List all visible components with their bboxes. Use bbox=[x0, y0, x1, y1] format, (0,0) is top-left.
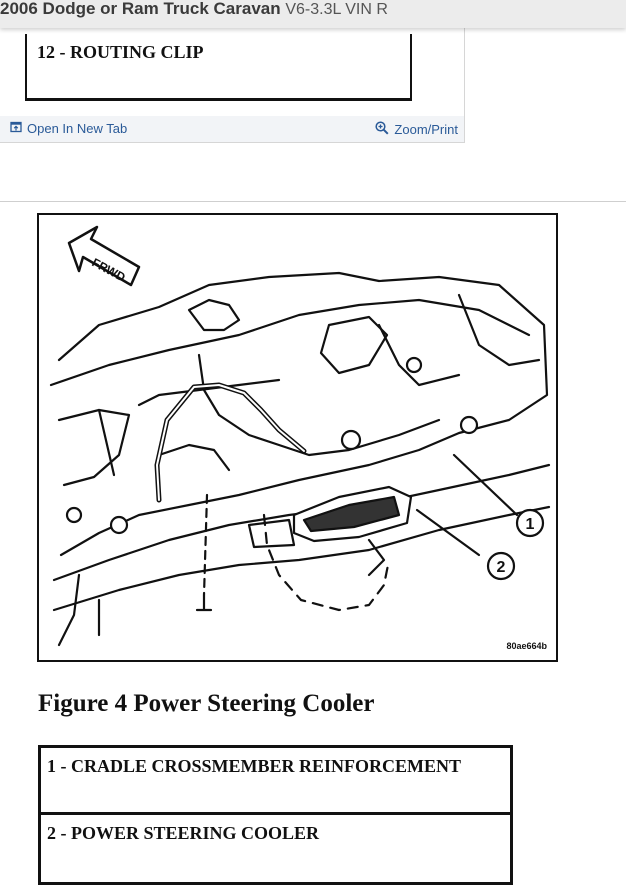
card-footer: Open In New Tab Zoom/Print bbox=[0, 116, 464, 142]
zoom-in-icon bbox=[375, 121, 389, 138]
zoom-print-label: Zoom/Print bbox=[394, 122, 458, 137]
callout-1-circle bbox=[515, 508, 545, 538]
callout-2-circle bbox=[486, 551, 516, 581]
engine-subtitle: V6-3.3L VIN R bbox=[285, 1, 388, 18]
figure-legend-table: 1 - CRADLE CROSSMEMBER REINFORCEMENT 2 -… bbox=[38, 745, 513, 885]
legend-item: 2 - POWER STEERING COOLER bbox=[47, 823, 320, 843]
callout-1-label: 1 bbox=[526, 516, 535, 533]
previous-legend-item: 12 - ROUTING CLIP bbox=[37, 42, 204, 62]
callout-2-label: 2 bbox=[497, 559, 506, 576]
figure-code: 80ae664b bbox=[506, 641, 547, 651]
open-in-new-tab-icon bbox=[10, 121, 22, 136]
legend-row: 1 - CRADLE CROSSMEMBER REINFORCEMENT bbox=[41, 748, 510, 815]
figure-image[interactable]: 1 2 FRWD 80ae664b bbox=[37, 213, 558, 662]
legend-item: 1 - CRADLE CROSSMEMBER REINFORCEMENT bbox=[47, 756, 462, 776]
zoom-print-link[interactable]: Zoom/Print bbox=[375, 121, 458, 138]
section-divider bbox=[0, 201, 626, 202]
open-in-new-tab-link[interactable]: Open In New Tab bbox=[10, 121, 127, 136]
previous-figure-card: 12 - ROUTING CLIP Open In New Tab Zoom/P… bbox=[0, 28, 465, 143]
page-header: 2006 Dodge or Ram Truck Caravan V6-3.3L … bbox=[0, 0, 626, 28]
power-steering-cooler-diagram: 1 2 FRWD 80ae664b bbox=[49, 225, 551, 651]
legend-row: 2 - POWER STEERING COOLER bbox=[41, 815, 510, 879]
previous-legend-cell: 12 - ROUTING CLIP bbox=[25, 34, 412, 101]
page-title: 2006 Dodge or Ram Truck Caravan V6-3.3L … bbox=[0, 0, 388, 19]
open-in-new-tab-label: Open In New Tab bbox=[27, 121, 128, 136]
figure-caption: Figure 4 Power Steering Cooler bbox=[38, 690, 375, 717]
vehicle-title: 2006 Dodge or Ram Truck Caravan bbox=[0, 0, 281, 18]
